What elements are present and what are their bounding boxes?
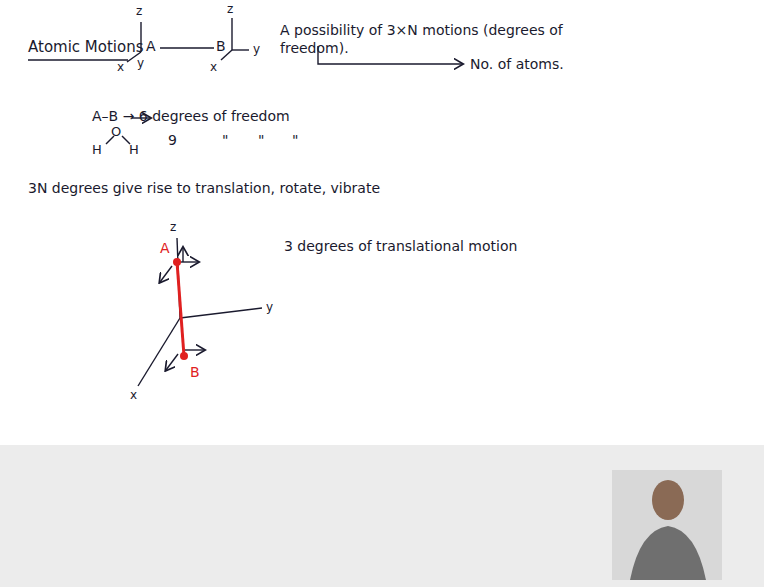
ditto-mark: "	[292, 132, 298, 150]
atom-label: H	[129, 142, 139, 158]
axis-label: y	[266, 300, 273, 315]
axis-label: x	[130, 388, 137, 403]
molecule-bond	[173, 258, 188, 360]
atom-label: B	[190, 364, 200, 382]
atom-label: O	[111, 124, 121, 140]
molecule-axes	[28, 18, 462, 386]
atom-label: A	[146, 38, 156, 56]
presenter-thumbnail	[612, 470, 722, 580]
atom-label: B	[216, 38, 226, 56]
handwritten-note: No. of atoms.	[470, 56, 564, 74]
axis-label: x	[210, 60, 217, 75]
handwritten-note: 3 degrees of translational motion	[284, 238, 517, 256]
handwritten-note: 9	[168, 132, 177, 150]
handwritten-note: 3N degrees give rise to translation, rot…	[28, 180, 380, 198]
handwritten-note: A possibility of 3×N motions (degrees of…	[280, 22, 620, 57]
axis-label: z	[227, 2, 233, 17]
ditto-mark: "	[258, 132, 264, 150]
slide-title: Atomic Motions	[28, 38, 144, 57]
axis-label: z	[136, 4, 142, 19]
axis-label: y	[253, 42, 260, 57]
axis-label: y	[137, 56, 144, 71]
axis-label: x	[117, 60, 124, 75]
atom-label: H	[92, 142, 102, 158]
handwritten-note: A–B → 6 degrees of freedom	[92, 108, 290, 126]
atom-label: A	[160, 240, 170, 258]
axis-label: z	[170, 220, 176, 235]
ditto-mark: "	[222, 132, 228, 150]
